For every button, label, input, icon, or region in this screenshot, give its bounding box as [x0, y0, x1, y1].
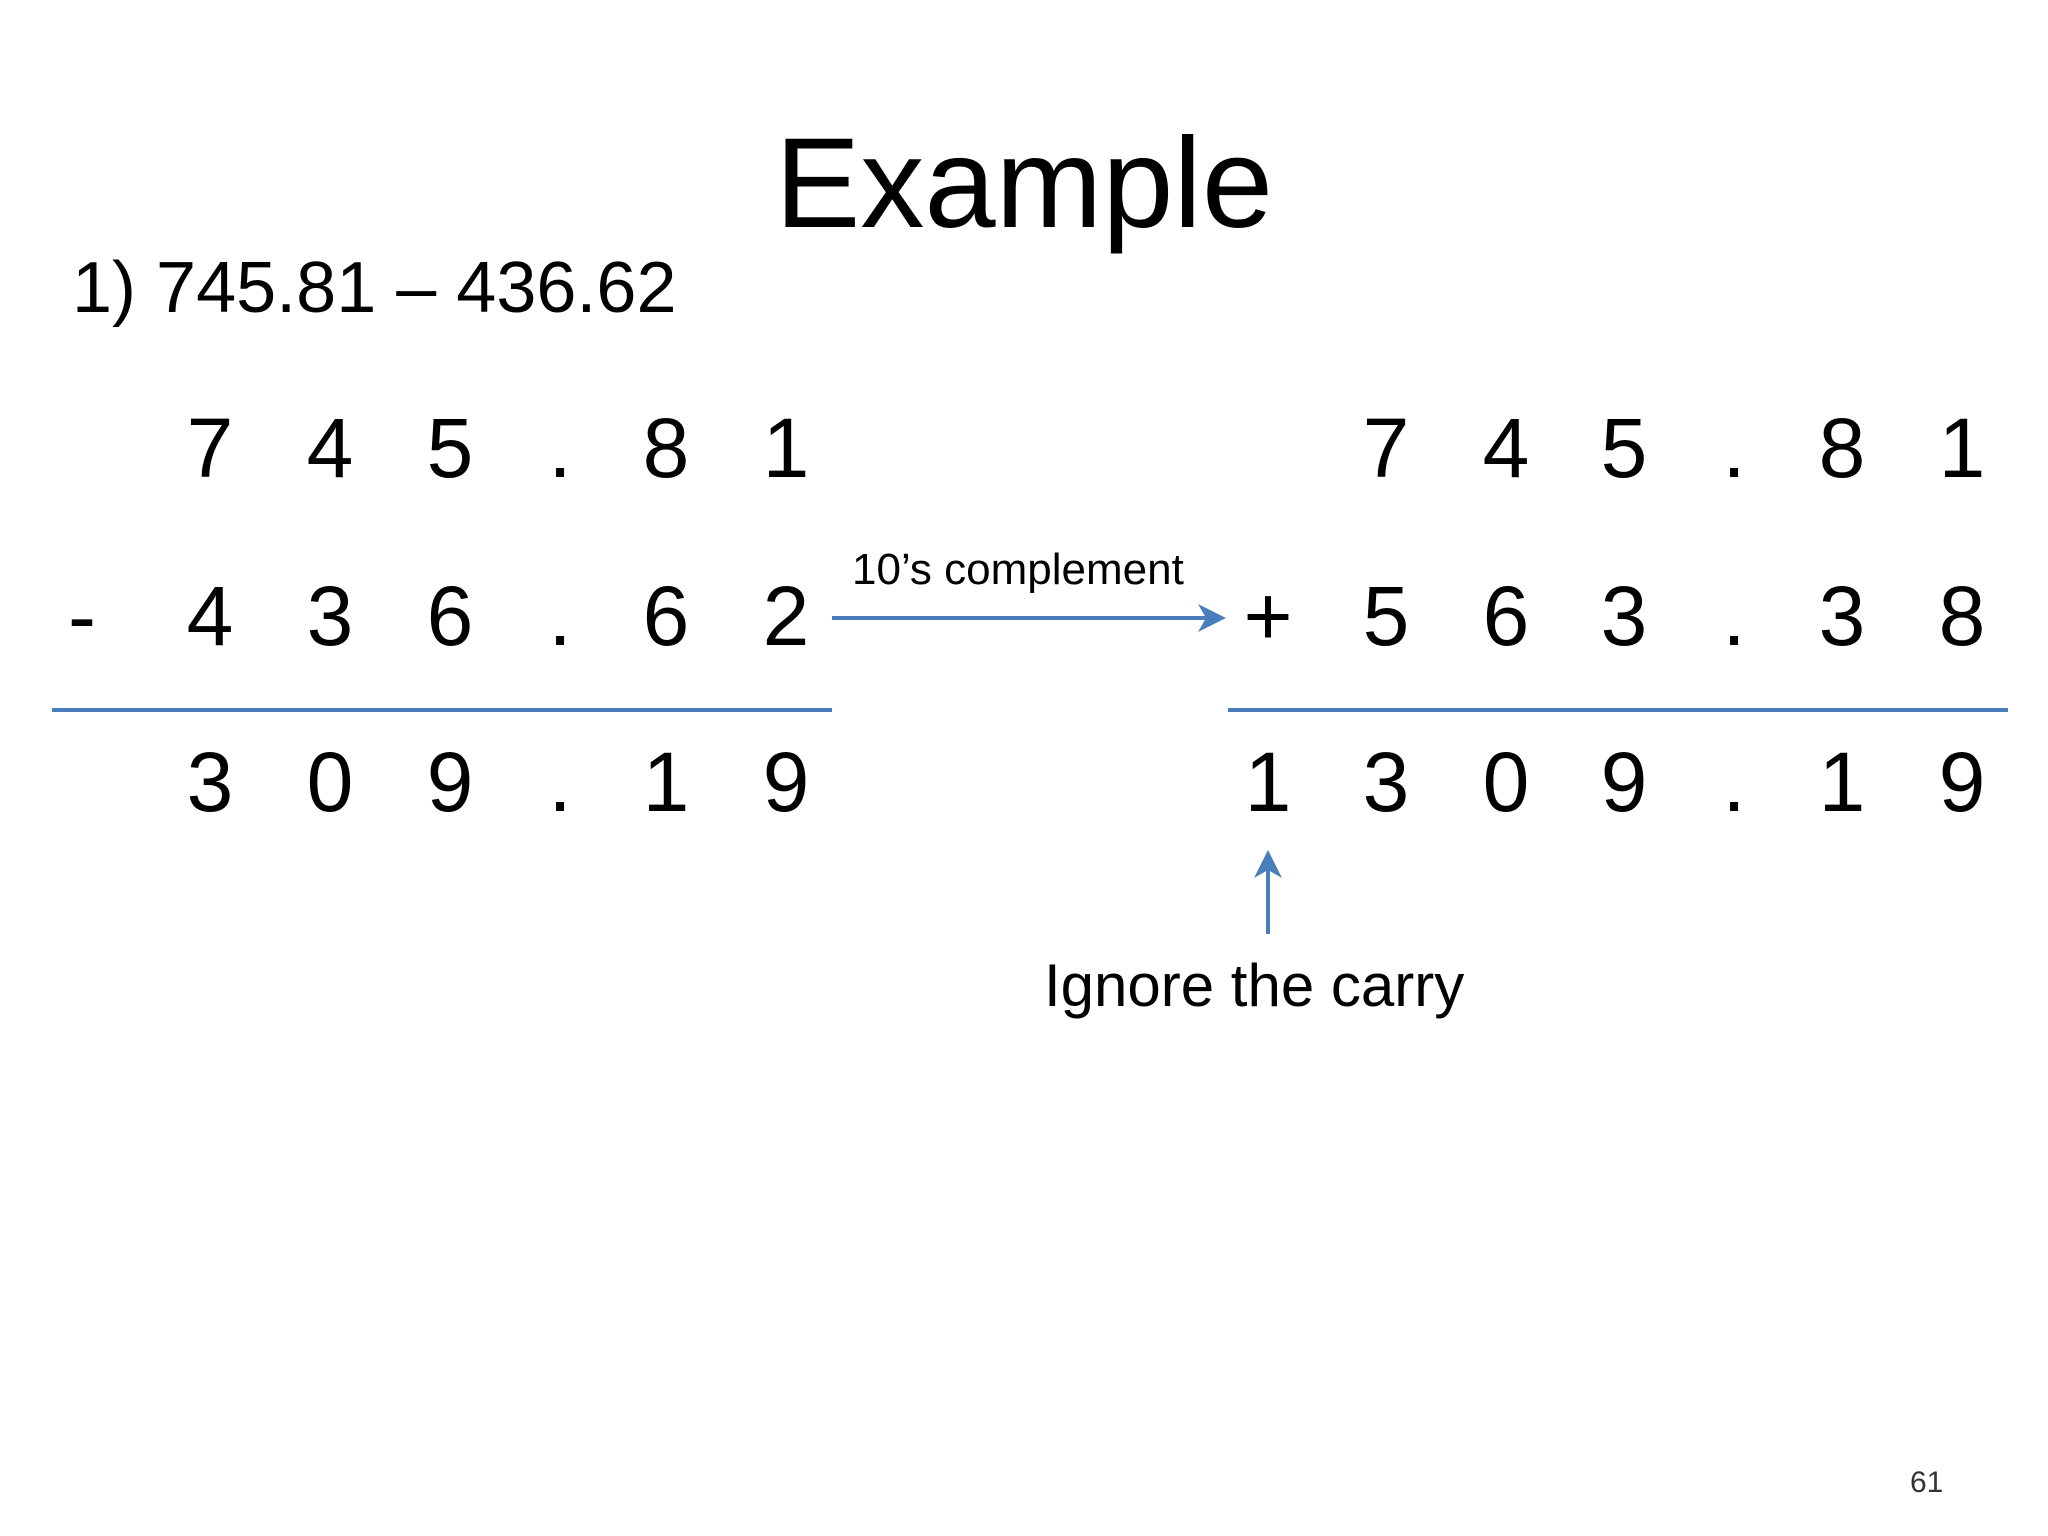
right-augend-digit: 4 — [1482, 401, 1530, 495]
right-result-digit: 1 — [1818, 735, 1866, 829]
left-subtrahend-point: . — [548, 569, 572, 663]
left-subtrahend-digit: 3 — [306, 569, 354, 663]
right-sum-rule — [1228, 708, 2008, 712]
right-result-digit: 3 — [1362, 735, 1410, 829]
left-result-point: . — [548, 735, 572, 829]
left-result-digit: 1 — [642, 735, 690, 829]
right-addend-digit: 5 — [1362, 569, 1410, 663]
left-result-digit: 9 — [762, 735, 810, 829]
minus-sign: - — [68, 569, 96, 663]
slide-title: Example — [775, 112, 1273, 255]
carry-arrow-icon — [1254, 850, 1282, 934]
right-addend-digit: 8 — [1938, 569, 1986, 663]
left-subtrahend-digit: 6 — [426, 569, 474, 663]
left-minuend-digit: 8 — [642, 401, 690, 495]
left-result-digit: 9 — [426, 735, 474, 829]
left-minuend-digit: 1 — [762, 401, 810, 495]
right-result-digit: 9 — [1938, 735, 1986, 829]
left-minuend-digit: 5 — [426, 401, 474, 495]
right-augend-digit: 1 — [1938, 401, 1986, 495]
right-result-digit: 0 — [1482, 735, 1530, 829]
left-minuend-digit: 7 — [186, 401, 234, 495]
right-addend-digit: 6 — [1482, 569, 1530, 663]
left-subtrahend-digit: 6 — [642, 569, 690, 663]
carry-digit: 1 — [1244, 735, 1292, 829]
left-minuend-digit: 4 — [306, 401, 354, 495]
right-addend-point: . — [1722, 569, 1746, 663]
complement-label: 10’s complement — [852, 545, 1184, 594]
right-result-digit: 9 — [1600, 735, 1648, 829]
left-result-digit: 3 — [186, 735, 234, 829]
left-subtrahend-digit: 4 — [186, 569, 234, 663]
right-addend-digit: 3 — [1600, 569, 1648, 663]
right-augend-point: . — [1722, 401, 1746, 495]
right-augend-digit: 8 — [1818, 401, 1866, 495]
left-minuend-point: . — [548, 401, 572, 495]
problem-statement: 1) 745.81 – 436.62 — [72, 248, 677, 328]
left-result-digit: 0 — [306, 735, 354, 829]
plus-sign: + — [1243, 569, 1293, 663]
complement-arrow-icon — [832, 604, 1226, 632]
right-result-point: . — [1722, 735, 1746, 829]
ignore-carry-label: Ignore the carry — [1044, 952, 1465, 1019]
left-subtrahend-digit: 2 — [762, 569, 810, 663]
left-sum-rule — [52, 708, 832, 712]
right-augend-digit: 7 — [1362, 401, 1410, 495]
right-augend-digit: 5 — [1600, 401, 1648, 495]
right-addend-digit: 3 — [1818, 569, 1866, 663]
slide-number: 61 — [1910, 1466, 1944, 1499]
